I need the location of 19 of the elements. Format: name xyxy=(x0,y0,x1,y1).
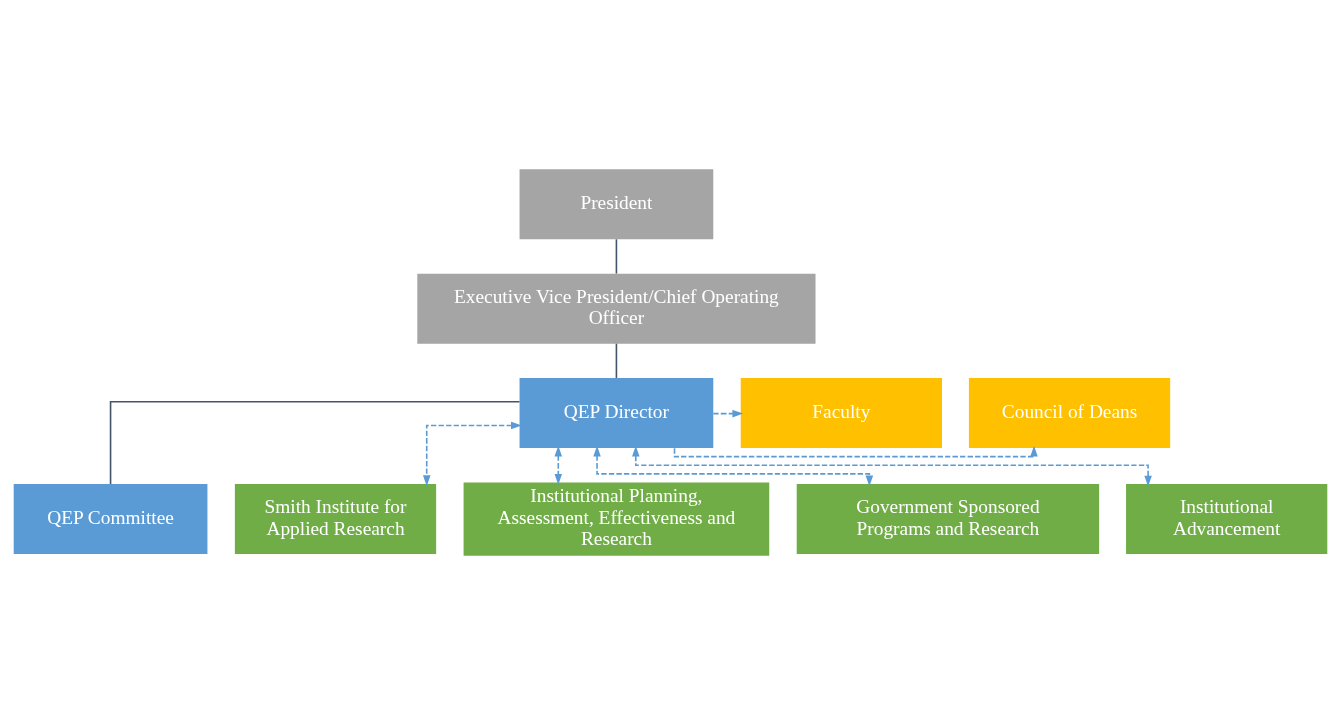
node-box: Faculty xyxy=(740,378,942,449)
arrow xyxy=(673,445,1038,458)
node-box: QEP Director xyxy=(519,378,714,449)
connector xyxy=(615,238,618,275)
arrow xyxy=(593,445,874,487)
connector xyxy=(615,342,618,379)
node-box: Council of Deans xyxy=(968,378,1171,449)
arrow xyxy=(422,421,522,487)
node-box: Government Sponsored Programs and Research xyxy=(796,484,1100,555)
node-box: Institutional Advancement xyxy=(1126,484,1328,555)
connector xyxy=(109,400,521,485)
node-box: Institutional Planning, Assessment, Effectiveness and Research xyxy=(463,482,770,556)
arrow xyxy=(554,445,563,485)
node-box: President xyxy=(519,169,714,240)
arrow xyxy=(632,445,1152,487)
node-box: QEP Committee xyxy=(13,484,208,555)
node-box: Smith Institute for Applied Research xyxy=(234,484,437,555)
node-box: Executive Vice President/Chief Operating Officer xyxy=(417,273,816,344)
arrow xyxy=(712,409,744,418)
